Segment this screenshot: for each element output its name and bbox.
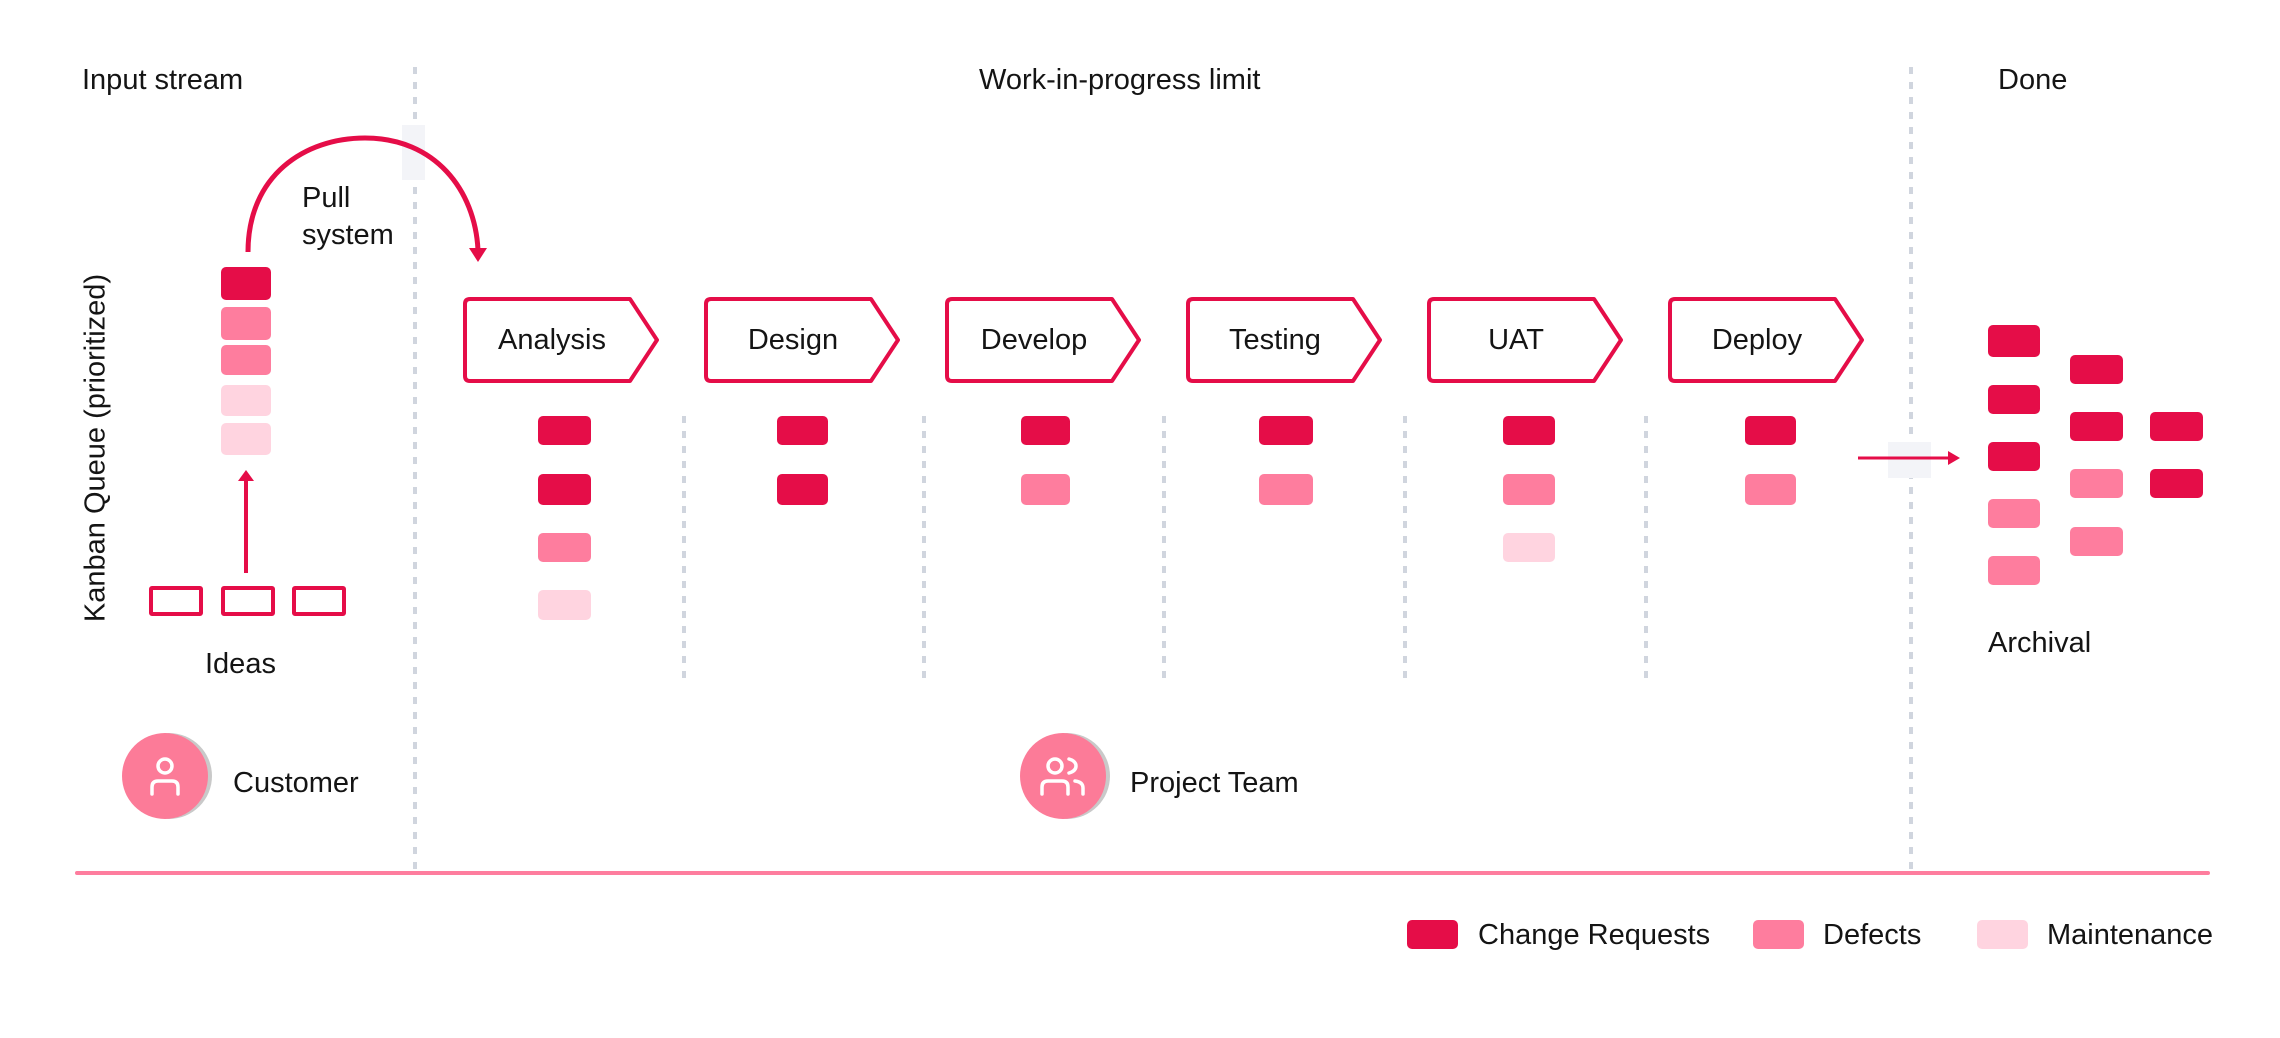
done-item-change-request — [1988, 442, 2040, 471]
baseline-divider — [75, 871, 2210, 875]
section-title-input-stream: Input stream — [82, 64, 244, 96]
stage-label: UAT — [1488, 323, 1544, 356]
chevron-shape-icon — [463, 297, 659, 383]
legend-swatch-defects — [1753, 920, 1804, 949]
idea-card — [221, 586, 275, 616]
pull-arrow-icon — [245, 135, 487, 262]
done-item-change-request — [2070, 412, 2123, 441]
stage-divider — [1162, 416, 1166, 686]
idea-card — [149, 586, 203, 616]
queue-item-defect — [221, 307, 271, 340]
legend-label-maintenance: Maintenance — [2047, 919, 2214, 951]
archival-label: Archival — [1988, 627, 2092, 659]
legend-swatch-change-requests — [1407, 920, 1458, 949]
kanban-queue-label: Kanban Queue (prioritized) — [79, 273, 112, 623]
work-item-defect — [1021, 474, 1070, 505]
done-item-change-request — [2150, 469, 2203, 498]
section-divider-input — [413, 67, 417, 873]
queue-item-maintenance — [221, 423, 271, 455]
work-item-change-request — [538, 416, 591, 445]
stage-testing: Testing — [1185, 296, 1385, 384]
chevron-shape-icon — [1186, 297, 1382, 383]
project-team-avatar — [1020, 733, 1106, 819]
divider-highlight — [1888, 442, 1931, 478]
work-item-maintenance — [538, 590, 591, 620]
customer-label: Customer — [233, 767, 359, 799]
done-item-change-request — [2150, 412, 2203, 441]
stage-label: Analysis — [498, 323, 606, 356]
stage-label: Testing — [1229, 323, 1321, 356]
work-item-maintenance — [1503, 533, 1555, 562]
chevron-shape-icon — [704, 297, 900, 383]
chevron-shape-icon — [945, 297, 1141, 383]
customer-avatar — [122, 733, 208, 819]
work-item-defect — [1259, 474, 1313, 505]
work-item-change-request — [1259, 416, 1313, 445]
work-item-change-request — [1021, 416, 1070, 445]
done-item-defect — [1988, 556, 2040, 585]
stage-analysis: Analysis — [462, 296, 662, 384]
pull-system-label: Pull system — [302, 180, 394, 254]
pull-label-line2: system — [302, 219, 394, 251]
work-item-change-request — [538, 474, 591, 505]
section-title-wip-limit: Work-in-progress limit — [979, 64, 1261, 96]
work-item-change-request — [777, 416, 828, 445]
stage-divider — [1403, 416, 1407, 686]
work-item-defect — [1503, 474, 1555, 505]
queue-item-defect — [221, 345, 271, 375]
right-arrow-icon — [1858, 451, 1960, 465]
done-item-change-request — [1988, 325, 2040, 357]
legend-label-change-requests: Change Requests — [1478, 919, 1711, 951]
stage-divider — [1644, 416, 1648, 686]
legend-swatch-maintenance — [1977, 920, 2028, 949]
work-item-change-request — [1745, 416, 1796, 445]
stage-label: Develop — [980, 323, 1088, 356]
stage-label: Design — [747, 323, 839, 356]
stage-deploy: Deploy — [1667, 296, 1867, 384]
user-icon — [150, 757, 180, 796]
up-arrow-icon — [238, 470, 254, 573]
stage-label: Deploy — [1711, 323, 1803, 356]
project-team-label: Project Team — [1130, 767, 1299, 799]
stage-uat: UAT — [1426, 296, 1626, 384]
chevron-shape-icon — [1668, 297, 1864, 383]
users-icon — [1040, 757, 1085, 796]
queue-item-maintenance — [221, 385, 271, 416]
ideas-label: Ideas — [205, 648, 276, 680]
done-item-defect — [2070, 527, 2123, 556]
work-item-change-request — [777, 474, 828, 505]
work-item-change-request — [1503, 416, 1555, 445]
pull-label-line1: Pull — [302, 182, 351, 214]
work-item-defect — [538, 533, 591, 562]
stage-develop: Develop — [944, 296, 1144, 384]
stage-divider — [922, 416, 926, 686]
chevron-shape-icon — [1427, 297, 1623, 383]
done-item-defect — [2070, 469, 2123, 498]
section-title-done: Done — [1998, 64, 2068, 96]
queue-item-change-request — [221, 267, 271, 300]
done-item-defect — [1988, 499, 2040, 528]
idea-card — [292, 586, 346, 616]
stage-divider — [682, 416, 686, 686]
stage-design: Design — [703, 296, 903, 384]
done-item-change-request — [1988, 385, 2040, 414]
done-item-change-request — [2070, 355, 2123, 384]
legend-label-defects: Defects — [1823, 919, 1922, 951]
work-item-defect — [1745, 474, 1796, 505]
divider-highlight — [402, 125, 425, 180]
